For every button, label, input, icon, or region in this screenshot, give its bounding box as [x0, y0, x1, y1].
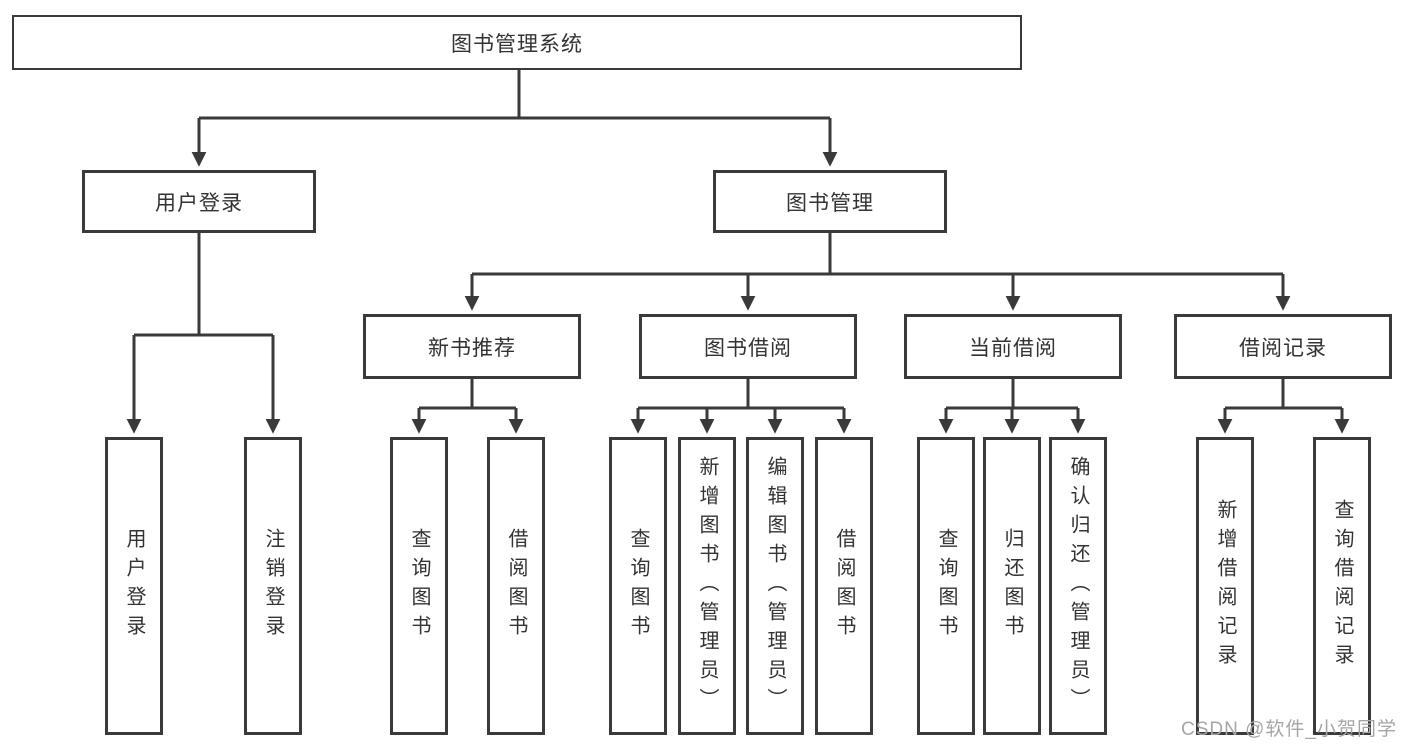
leaf-label: 查询图书: [408, 528, 430, 644]
node-book-borrow-label: 图书借阅: [704, 336, 792, 360]
leaf-label: 用户登录: [123, 528, 145, 644]
leaf-label: 查询借阅记录: [1331, 499, 1353, 673]
node-current-borrow-label: 当前借阅: [969, 336, 1057, 360]
leaf-label: 查询图书: [935, 528, 957, 644]
connector-current-borrow-trunk: [946, 379, 1078, 410]
csdn-watermark: CSDN @软件_小贺同学: [1181, 719, 1397, 740]
leaf-return-book: 归还图书: [983, 437, 1041, 735]
node-root-label: 图书管理系统: [451, 32, 583, 56]
leaf-add-book-admin: 新增图书（管理员）: [678, 437, 736, 735]
leaf-label: 新增图书（管理员）: [696, 455, 718, 717]
leaf-edit-book-admin: 编辑图书（管理员）: [746, 437, 804, 735]
node-new-books: 新书推荐: [363, 314, 581, 379]
leaf-label: 归还图书: [1001, 528, 1023, 644]
leaf-label: 查询图书: [627, 528, 649, 644]
node-book-management-label: 图书管理: [786, 191, 874, 215]
leaf-query-books-1: 查询图书: [390, 437, 448, 735]
leaf-confirm-return-admin: 确认归还（管理员）: [1049, 437, 1107, 735]
leaf-borrow-books-2: 借阅图书: [815, 437, 873, 735]
node-book-borrow: 图书借阅: [639, 314, 857, 379]
leaf-user-login: 用户登录: [105, 437, 163, 735]
leaf-label: 编辑图书（管理员）: [764, 455, 786, 717]
node-new-books-label: 新书推荐: [428, 336, 516, 360]
leaf-borrow-books-1: 借阅图书: [487, 437, 545, 735]
connector-new-books-trunk: [419, 379, 516, 410]
node-borrow-records: 借阅记录: [1174, 314, 1392, 379]
connector-user-login-trunk: [134, 233, 273, 337]
leaf-label: 借阅图书: [833, 528, 855, 644]
node-user-login: 用户登录: [82, 170, 316, 233]
leaf-logout: 注销登录: [244, 437, 302, 735]
leaf-label: 新增借阅记录: [1214, 499, 1236, 673]
leaf-add-borrow-record: 新增借阅记录: [1196, 437, 1254, 735]
leaf-query-borrow-record: 查询借阅记录: [1313, 437, 1371, 735]
node-borrow-records-label: 借阅记录: [1239, 336, 1327, 360]
node-book-management: 图书管理: [713, 170, 947, 233]
connector-root-trunk: [199, 70, 830, 120]
leaf-label: 借阅图书: [505, 528, 527, 644]
node-current-borrow: 当前借阅: [904, 314, 1122, 379]
leaf-query-books-2: 查询图书: [609, 437, 667, 735]
leaf-label: 注销登录: [262, 528, 284, 644]
connector-book-management-trunk: [472, 233, 1283, 276]
leaf-query-books-3: 查询图书: [917, 437, 975, 735]
node-root: 图书管理系统: [12, 15, 1022, 70]
node-user-login-label: 用户登录: [155, 191, 243, 215]
connector-book-borrow-trunk: [638, 379, 844, 410]
connector-borrow-records-trunk: [1225, 379, 1342, 410]
leaf-label: 确认归还（管理员）: [1067, 455, 1089, 717]
